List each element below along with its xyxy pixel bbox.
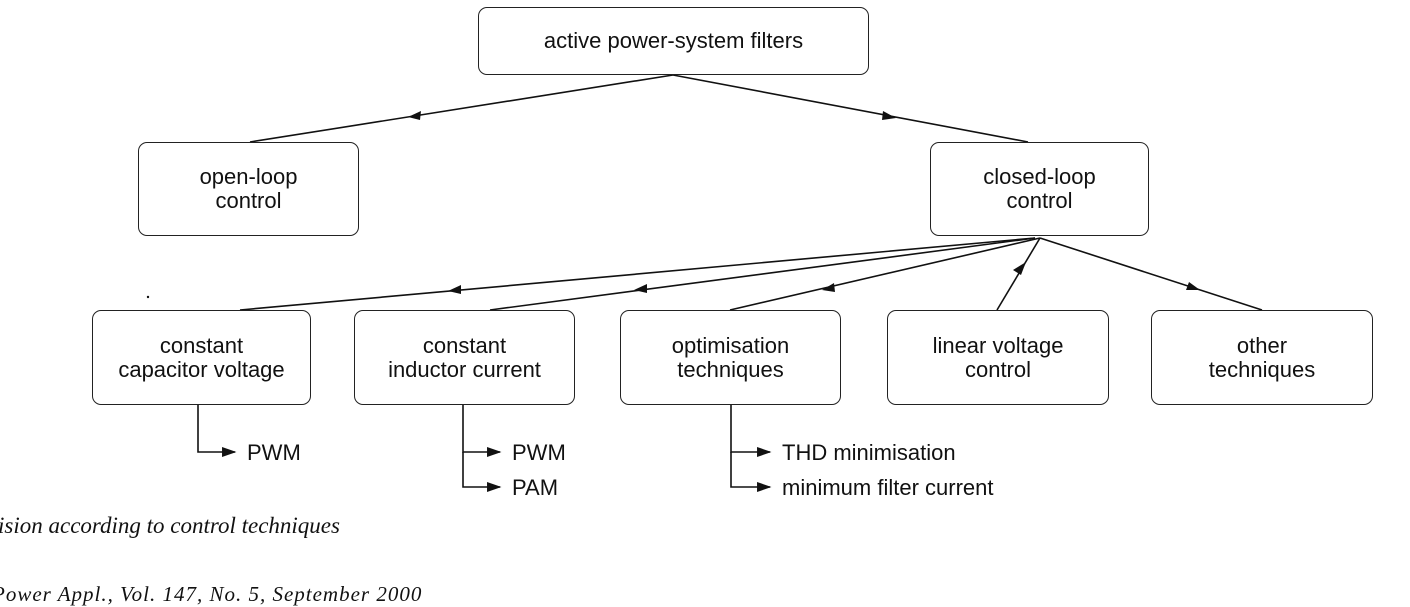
sub-line-optimisation-2 [730, 452, 772, 493]
sub-line-inductor-2 [462, 452, 502, 493]
optimisation-node: optimisation techniques [620, 310, 841, 405]
edge-root-openloop [249, 74, 674, 143]
arrowhead-closedloop [882, 111, 896, 120]
arrowhead-inductor [634, 284, 647, 293]
arrowhead-optimisation [822, 283, 835, 292]
open-loop-node: open-loop control [138, 142, 359, 236]
sub-optimisation-thd: THD minimisation [782, 440, 956, 465]
edge-root-closedloop [672, 74, 1029, 143]
linear-voltage-node: linear voltage control [887, 310, 1109, 405]
arrowhead-openloop [408, 111, 421, 120]
page-footer: Power Appl., Vol. 147, No. 5, September … [0, 582, 423, 606]
sub-inductor-pwm: PWM [512, 440, 566, 465]
arrowhead-linear [1013, 262, 1026, 275]
root-node: active power-system filters [478, 7, 869, 75]
edge-closed-optimisation [729, 237, 1041, 311]
sub-line-inductor-1 [462, 405, 502, 458]
edge-closed-inductor [489, 237, 1036, 311]
arrowhead-other [1186, 282, 1200, 290]
edge-closed-other [1039, 237, 1263, 311]
sub-inductor-pam: PAM [512, 475, 559, 500]
sub-capacitor-pwm: PWM [247, 440, 301, 465]
stray-mark [146, 295, 150, 299]
other-techniques-node: other techniques [1151, 310, 1373, 405]
sub-line-capacitor [197, 405, 237, 458]
closed-loop-node: closed-loop control [930, 142, 1149, 236]
sub-line-optimisation-1 [730, 405, 772, 458]
inductor-current-node: constant inductor current [354, 310, 575, 405]
edge-closed-capacitor [239, 237, 1036, 311]
edge-closed-linear [996, 237, 1041, 311]
arrowhead-capacitor [448, 285, 461, 294]
capacitor-voltage-node: constant capacitor voltage [92, 310, 311, 405]
figure-caption: ision according to control techniques [0, 513, 340, 538]
sub-optimisation-min-current: minimum filter current [782, 475, 994, 500]
